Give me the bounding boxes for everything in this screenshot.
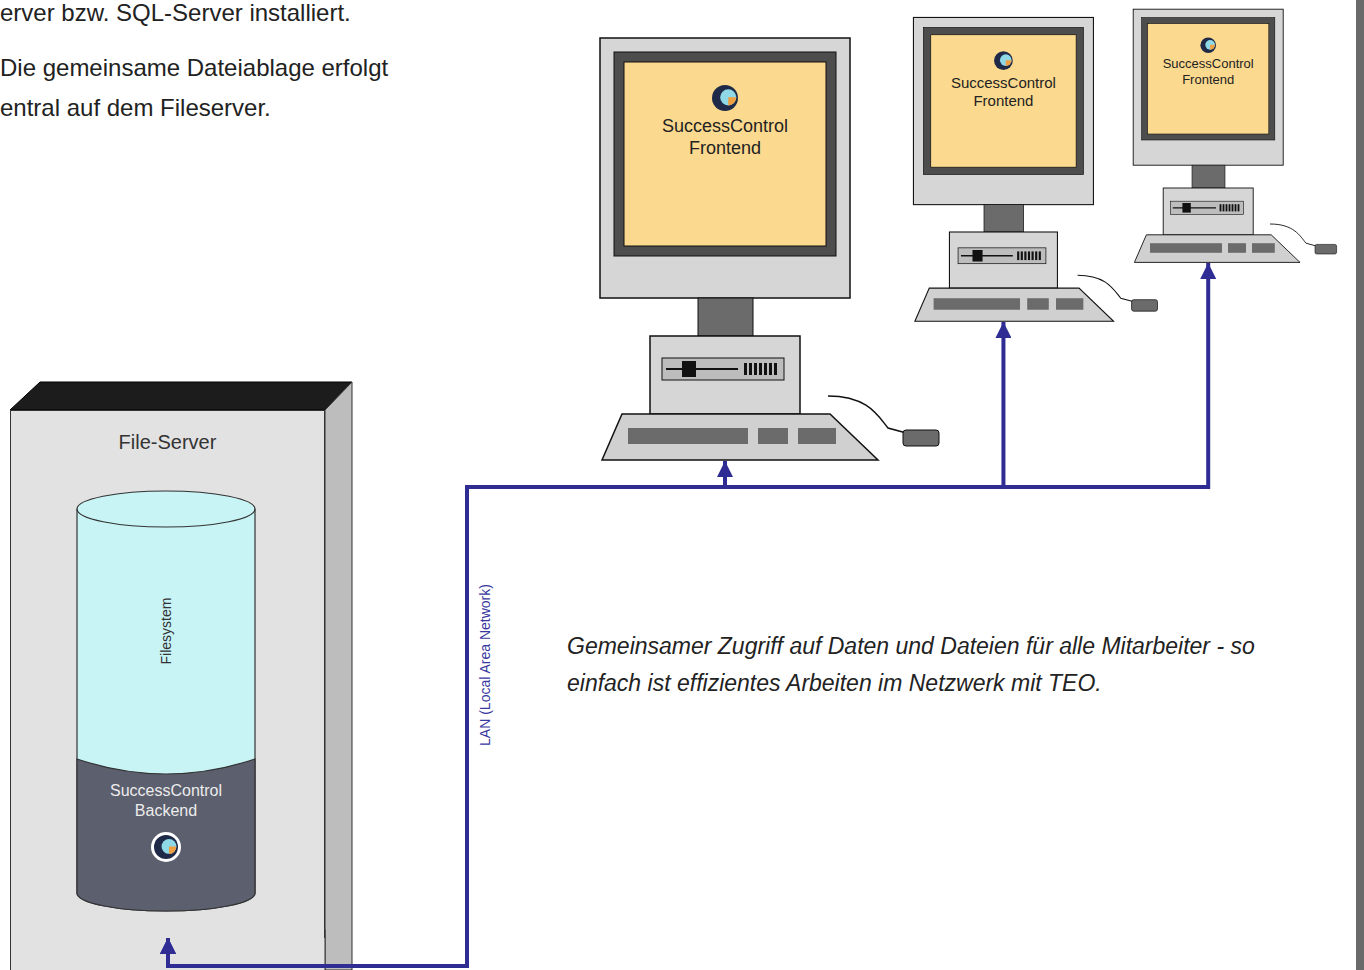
file-server-box: File-ServerFilesystemSuccessControl Back… <box>10 410 325 938</box>
intro-text: Die gemeinsame Dateiablage erfolgt entra… <box>0 48 440 128</box>
backend-band: SuccessControl Backend <box>76 759 256 911</box>
workstation-computer: SuccessControl Frontend <box>912 16 1160 322</box>
intro-text: erver bzw. SQL-Server installiert. <box>0 0 600 26</box>
workstation-computer: SuccessControl Frontend <box>1132 8 1339 263</box>
lan-label: LAN (Local Area Network) <box>477 584 493 746</box>
server-side-face <box>325 382 352 970</box>
server-top-face <box>10 382 352 410</box>
page-edge-bar <box>1356 0 1364 970</box>
filesystem-label: Filesystem <box>158 598 174 665</box>
computer-illustration <box>598 36 943 461</box>
server-title: File-Server <box>11 431 324 454</box>
workstation-computer: SuccessControl Frontend <box>598 36 943 461</box>
screen-label: SuccessControl Frontend <box>628 116 822 159</box>
screen-label: SuccessControl Frontend <box>1150 56 1266 87</box>
computer-illustration <box>912 16 1160 322</box>
screen-label: SuccessControl Frontend <box>934 74 1074 110</box>
backend-band-shape <box>76 759 256 911</box>
filesystem-cylinder: FilesystemSuccessControl Backend <box>76 491 256 911</box>
caption-note: Gemeinsamer Zugriff auf Daten und Dateie… <box>567 628 1267 702</box>
computer-illustration <box>1132 8 1339 263</box>
backend-label: SuccessControl Backend <box>88 781 244 821</box>
